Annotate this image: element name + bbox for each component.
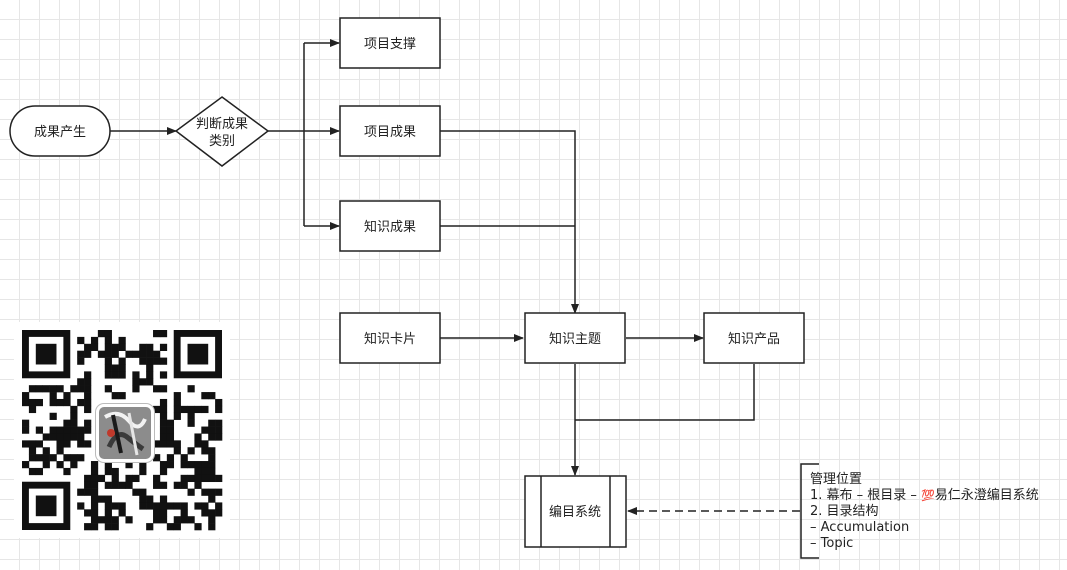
annotation-title: 管理位置 [810, 472, 862, 487]
hundred-points-icon: 💯 [921, 489, 935, 502]
node-project-result[interactable]: 项目成果 [339, 105, 441, 157]
node-knowledge-topic-label: 知识主题 [549, 331, 601, 347]
annotation-line1: 1. 幕布 – 根目录 – 💯易仁永澄编目系统 [810, 488, 1039, 503]
node-start[interactable]: 成果产生 [9, 105, 111, 157]
node-knowledge-result-label: 知识成果 [364, 219, 416, 235]
node-decision-label-line2: 类别 [209, 134, 235, 149]
annotation-line3: – Accumulation [810, 520, 909, 535]
annotation-line4: – Topic [810, 536, 853, 551]
node-catalog-system[interactable]: 编目系统 [524, 475, 627, 548]
node-project-support-label: 项目支撑 [364, 37, 416, 52]
node-knowledge-product-label: 知识产品 [728, 331, 780, 347]
connectors [110, 39, 800, 515]
node-knowledge-card-label: 知识卡片 [364, 331, 416, 347]
node-decision-label-line1: 判断成果 [196, 117, 248, 132]
annotation-line2: 2. 目录结构 [810, 504, 879, 519]
qr-code-matrix [22, 330, 223, 531]
annotation[interactable]: 管理位置 1. 幕布 – 根目录 – 💯易仁永澄编目系统 2. 目录结构 – A… [800, 463, 1039, 559]
edge-product-to-catalog [575, 364, 755, 421]
edge-project-result-to-topic [440, 130, 579, 314]
wechat-qr-code-icon [14, 322, 230, 538]
node-knowledge-result[interactable]: 知识成果 [339, 200, 441, 252]
node-knowledge-card[interactable]: 知识卡片 [339, 312, 441, 364]
node-start-label: 成果产生 [34, 125, 86, 140]
calligraphy-logo-icon [96, 404, 154, 462]
annotation-bracket [800, 463, 819, 559]
node-project-support[interactable]: 项目支撑 [339, 17, 441, 69]
node-knowledge-topic[interactable]: 知识主题 [524, 312, 626, 364]
node-catalog-system-label: 编目系统 [549, 505, 601, 520]
node-knowledge-product[interactable]: 知识产品 [703, 312, 805, 364]
node-decision[interactable]: 判断成果 类别 [174, 96, 270, 167]
node-project-result-label: 项目成果 [364, 125, 416, 140]
